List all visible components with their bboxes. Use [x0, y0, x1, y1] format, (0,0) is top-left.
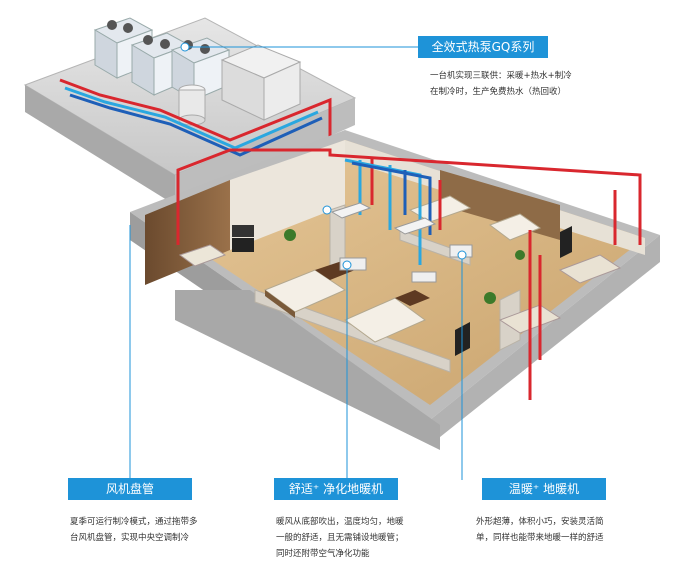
fan-coil-callout-desc: 夏季可运行制冷模式，通过拖带多 台风机盘管，实现中央空调制冷 — [70, 514, 198, 546]
house-pipes — [176, 148, 642, 400]
warm-unit-desc-line: 单，同样也能带来地暖一样的舒适 — [476, 533, 604, 543]
warm-unit-callout-desc: 外形超薄，体积小巧，安装灵活简 单，同样也能带来地暖一样的舒适 — [476, 514, 604, 546]
roof-pipes — [59, 78, 332, 157]
comfort-unit-callout-desc: 暖风从底部吹出，温度均匀，地暖 一般的舒适，且无需铺设地暖管； 同时还附带空气净… — [276, 514, 404, 562]
comfort-unit-desc-line: 暖风从底部吹出，温度均匀，地暖 — [276, 517, 404, 527]
heat-pump-callout-desc: 一台机实现三联供：采暖+热水+制冷 在制冷时，生产免费热水（热回收） — [430, 68, 572, 100]
indoor-units — [330, 202, 473, 283]
fan-coil-desc-line: 台风机盘管，实现中央空调制冷 — [70, 533, 190, 543]
warm-unit-callout-title: 温暖⁺ 地暖机 — [482, 478, 606, 500]
heat-pump-callout-title: 全效式热泵GQ系列 — [418, 36, 548, 58]
fan-coil-callout-title: 风机盘管 — [68, 478, 192, 500]
fan-coil-desc-line: 夏季可运行制冷模式，通过拖带多 — [70, 517, 198, 527]
heat-pump-units — [93, 17, 302, 126]
comfort-unit-desc-line: 同时还附带空气净化功能 — [276, 549, 370, 559]
warm-unit-desc-line: 外形超薄，体积小巧，安装灵活简 — [476, 517, 604, 527]
heat-pump-desc-line: 一台机实现三联供：采暖+热水+制冷 — [430, 71, 572, 81]
heat-pump-desc-line: 在制冷时，生产免费热水（热回收） — [430, 87, 567, 97]
comfort-unit-callout-title: 舒适⁺ 净化地暖机 — [274, 478, 398, 500]
callout-connectors — [129, 42, 467, 480]
comfort-unit-desc-line: 一般的舒适，且无需铺设地暖管； — [276, 533, 404, 543]
